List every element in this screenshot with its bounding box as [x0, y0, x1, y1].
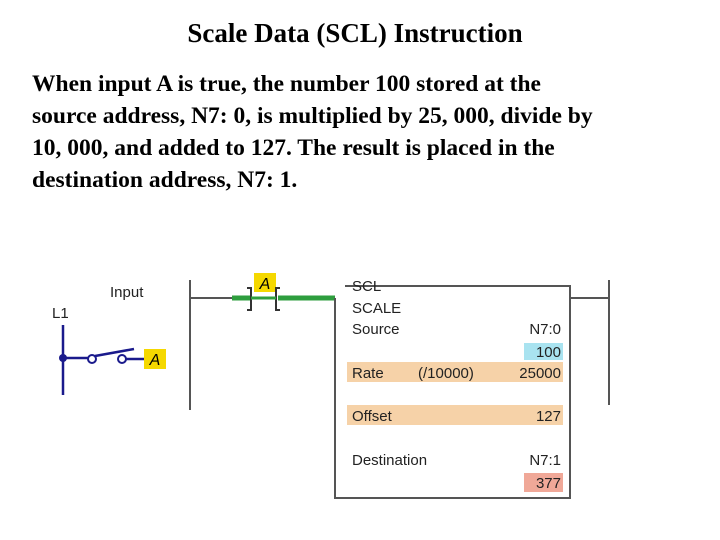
contact-tag: A [259, 276, 271, 293]
switch-tag: A [149, 352, 161, 369]
source-value: 100 [536, 344, 561, 361]
switch-terminal [117, 354, 127, 364]
rate-value: 25000 [519, 365, 561, 382]
scl-mnemonic: SCL [352, 278, 381, 295]
page-title: Scale Data (SCL) Instruction [187, 18, 523, 48]
destination-value: 377 [536, 475, 561, 492]
description-line: When input A is true, the number 100 sto… [32, 71, 541, 97]
destination-address: N7:1 [529, 452, 561, 469]
l1-label: L1 [52, 305, 69, 322]
switch-tag-box [144, 349, 166, 369]
destination-value-box [524, 473, 563, 492]
description-line: destination address, N7: 1. [32, 167, 298, 193]
description-paragraph: When input A is true, the number 100 sto… [32, 68, 702, 196]
offset-label: Offset [352, 408, 393, 425]
input-label: Input [110, 284, 144, 301]
rate-label: Rate [352, 365, 384, 382]
switch-blade [94, 347, 135, 358]
rate-divisor: (/10000) [418, 365, 474, 382]
description-line: 10, 000, and added to 127. The result is… [32, 135, 555, 161]
scl-block-outline [334, 285, 571, 499]
rate-row-box [347, 362, 563, 382]
source-address: N7:0 [529, 321, 561, 338]
destination-label: Destination [352, 452, 427, 469]
offset-row-box [347, 405, 563, 425]
scl-name: SCALE [352, 300, 401, 317]
source-label: Source [352, 321, 400, 338]
switch-terminal [87, 354, 97, 364]
contact-tag-box [254, 273, 276, 292]
description-line: source address, N7: 0, is multiplied by … [32, 103, 593, 129]
source-value-box [524, 343, 563, 360]
offset-value: 127 [536, 408, 561, 425]
